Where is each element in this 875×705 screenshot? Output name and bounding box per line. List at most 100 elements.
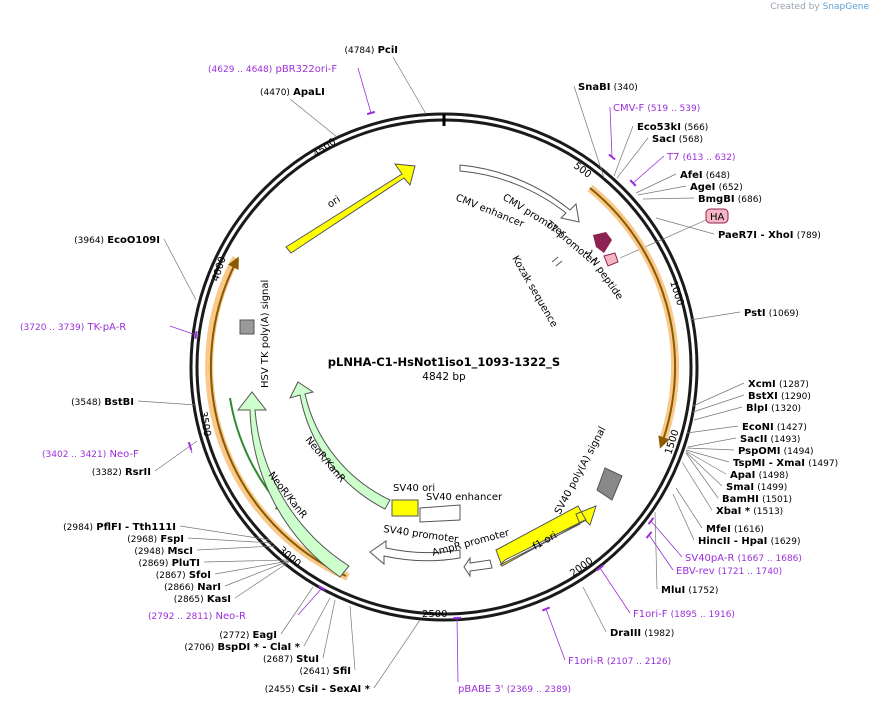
primer-leader xyxy=(632,155,665,184)
enzyme-label: (4470) ApaLI xyxy=(260,87,325,98)
ha-tag xyxy=(705,208,729,224)
insert-arrow-left xyxy=(209,256,347,577)
enzyme-leader xyxy=(692,382,745,407)
enzyme-label: (2706) BspDI * - ClaI * xyxy=(184,642,300,653)
primer-leader xyxy=(648,534,674,571)
ha-leader xyxy=(619,219,707,259)
ori-label: ori xyxy=(326,194,343,210)
enzyme-leader xyxy=(654,511,658,590)
enzyme-leader xyxy=(582,586,607,633)
enzyme-leader xyxy=(693,406,743,421)
enzyme-leader xyxy=(613,125,634,177)
enzyme-label: TspMI - XmaI (1497) xyxy=(733,458,838,469)
insert-halo-right xyxy=(587,184,680,439)
sv40-promoter-label: SV40 promoter xyxy=(383,524,460,546)
enzyme-label: BlpI (1320) xyxy=(746,403,801,414)
lambda-n-label: λ N peptide xyxy=(583,248,625,302)
enzyme-leader xyxy=(203,559,289,563)
hsv-tk-label: HSV TK poly(A) signal xyxy=(260,280,271,388)
tick-500: 500 xyxy=(571,161,593,181)
enzyme-leader xyxy=(655,217,715,235)
enzyme-label: (2866) NarI xyxy=(164,582,221,593)
enzyme-label: (2455) CsiI - SexAI * xyxy=(265,684,371,695)
enzyme-leader xyxy=(234,561,290,599)
enzyme-leader xyxy=(303,597,331,647)
sv40-polya-label: SV40 poly(A) signal xyxy=(553,425,609,516)
enzyme-label: (3548) BstBI xyxy=(71,397,134,408)
enzyme-label: PspOMI (1494) xyxy=(738,446,814,457)
enzyme-leader xyxy=(635,173,677,194)
primer-label: (2792 .. 2811) Neo-R xyxy=(148,611,246,622)
enzyme-leader xyxy=(681,461,713,511)
primer-leader xyxy=(545,608,566,661)
enzyme-leader xyxy=(686,425,739,434)
primer-leader xyxy=(650,520,683,558)
enzyme-label: (2687) StuI xyxy=(263,654,319,665)
enzyme-label: (2865) KasI xyxy=(174,594,231,605)
enzyme-leader xyxy=(163,238,197,301)
enzyme-label: SacII (1493) xyxy=(740,434,800,445)
sv40-enhancer-label: SV40 enhancer xyxy=(426,492,503,503)
primer-label: F1ori-R (2107 .. 2126) xyxy=(568,656,671,667)
leader-lines xyxy=(137,56,745,689)
enzyme-label: PaeR7I - XhoI (789) xyxy=(718,230,821,241)
ori-feature xyxy=(285,163,416,254)
plasmid-length: 4842 bp xyxy=(422,371,466,383)
enzyme-leader xyxy=(137,400,197,406)
enzyme-label: (2869) PluTI xyxy=(138,558,200,569)
tick-3500: 3500 xyxy=(197,411,212,438)
enzyme-leader xyxy=(224,560,290,587)
enzyme-label: BamHI (1501) xyxy=(722,494,792,505)
sv40-promoter-feature xyxy=(369,540,461,566)
enzyme-leader xyxy=(689,311,741,321)
sv40-ori-label: SV40 ori xyxy=(393,483,435,494)
ha-label: HA xyxy=(710,212,725,223)
enzyme-leader xyxy=(289,98,338,138)
f1-ori-feature xyxy=(495,505,597,567)
primer-label: SV40pA-R (1667 .. 1686) xyxy=(685,553,802,564)
lambda-n-feature xyxy=(593,232,612,253)
enzyme-label: BmgBI (686) xyxy=(698,194,762,205)
enzyme-label: XcmI (1287) xyxy=(748,379,809,390)
tick-2500: 2500 xyxy=(422,609,447,620)
enzyme-leader xyxy=(672,493,695,541)
enzyme-label: SmaI (1499) xyxy=(726,482,787,493)
enzyme-leader xyxy=(322,599,336,659)
kozak-label: Kozak sequence xyxy=(509,254,559,329)
credit-prefix: Created by xyxy=(770,2,820,12)
enzyme-leader xyxy=(373,619,421,689)
insert-arrow-right xyxy=(589,187,677,449)
enzyme-leader xyxy=(686,447,735,451)
kozak-mark-2 xyxy=(555,260,563,267)
enzyme-label: Eco53kI (566) xyxy=(637,122,708,133)
enzyme-label: PstI (1069) xyxy=(744,308,799,319)
primer-label: (3720 .. 3739) TK-pA-R xyxy=(20,322,126,333)
enzyme-leader xyxy=(642,197,695,200)
enzyme-label: MfeI (1616) xyxy=(706,524,764,535)
primer-leader xyxy=(599,567,631,614)
enzyme-label: EcoNI (1427) xyxy=(742,422,807,433)
enzyme-leader xyxy=(685,449,730,463)
primer-leader xyxy=(456,617,459,683)
enzyme-leader xyxy=(637,185,687,196)
enzyme-label: (2772) EagI xyxy=(219,630,277,641)
enzyme-label: (2948) MscI xyxy=(134,546,193,557)
enzyme-leader xyxy=(179,525,271,541)
enzyme-leader xyxy=(280,586,314,635)
primer-label: T7 (613 .. 632) xyxy=(666,152,736,163)
kozak-mark xyxy=(551,256,559,263)
primer-leader xyxy=(609,106,613,158)
enzyme-leader xyxy=(687,437,737,448)
enzyme-label: (3382) RsrII xyxy=(92,467,151,478)
primer-label: CMV-F (519 .. 539) xyxy=(613,103,700,114)
enzyme-leader xyxy=(685,452,719,499)
enzyme-label: (2968) FspI xyxy=(127,534,184,545)
primer-label: F1ori-F (1895 .. 1916) xyxy=(633,609,735,620)
enzyme-leader xyxy=(685,451,723,487)
primer-marks xyxy=(169,67,683,683)
enzyme-label: AgeI (652) xyxy=(690,182,743,193)
enzyme-label: AfeI (648) xyxy=(680,170,730,181)
enzyme-label: SnaBI (340) xyxy=(578,82,638,93)
